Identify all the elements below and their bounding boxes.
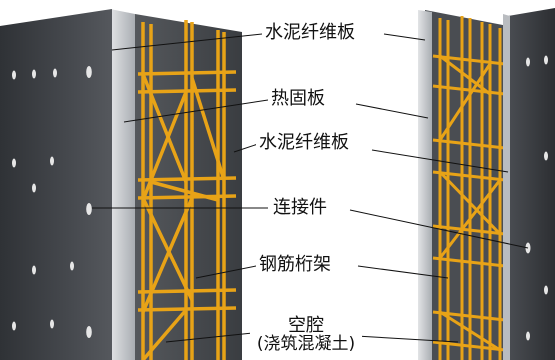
- label-connector: 连接件: [270, 197, 330, 219]
- connector-holes-right: [525, 55, 548, 341]
- outer-cement-board-left: [0, 9, 112, 360]
- label-insulation-board: 热固板: [268, 88, 328, 110]
- leader-connector-right: [349, 209, 529, 249]
- leader-cement-board-top-left: [111, 33, 263, 51]
- leader-insulation-right: [355, 103, 429, 119]
- label-steel-truss: 钢筋桁架: [256, 254, 334, 276]
- label-cavity: 空腔 (浇筑混凝土): [250, 315, 362, 355]
- leader-cavity-right: [355, 335, 459, 343]
- leader-cement-board-top-right: [383, 33, 426, 41]
- leader-truss-left: [195, 265, 257, 279]
- left-wall-assembly: [0, 9, 242, 360]
- label-cavity-title: 空腔: [288, 315, 324, 336]
- leader-insulation-left: [123, 99, 269, 123]
- label-cement-board-inner: 水泥纤维板: [256, 132, 352, 154]
- right-wall-assembly: [418, 8, 555, 360]
- leader-cavity-left: [165, 331, 263, 343]
- label-cement-board-top: 水泥纤维板: [262, 22, 358, 44]
- leader-lines: [92, 33, 529, 343]
- leader-truss-right: [357, 265, 449, 279]
- leader-cement-board-inner-left: [233, 143, 259, 153]
- connector-holes-left: [12, 66, 92, 338]
- truss-left: [137, 20, 237, 360]
- inner-cement-board-right: [425, 10, 508, 360]
- insulation-board-left: [110, 9, 135, 360]
- outer-board-edge-right: [503, 14, 510, 360]
- outer-cement-board-right: [508, 8, 555, 360]
- label-cavity-note: (浇筑混凝土): [256, 334, 356, 354]
- inner-cement-board-left: [135, 14, 242, 360]
- insulation-board-right: [418, 10, 432, 360]
- truss-right: [432, 16, 506, 360]
- leader-cement-board-inner-right: [371, 149, 509, 173]
